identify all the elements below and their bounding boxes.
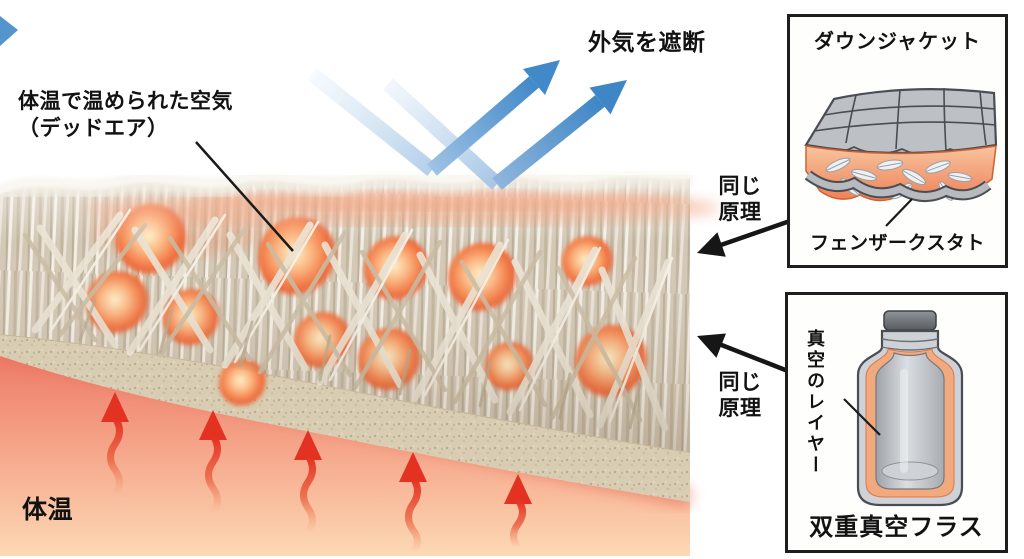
- warmed-air-label: 体温で温められた空気 （デッドエア）: [18, 88, 233, 143]
- pointer-line: [195, 141, 294, 252]
- vacuum-flask-caption: 双重真空フラス: [809, 514, 984, 541]
- outside-air-label: 外気を遮断: [588, 29, 706, 55]
- vacuum-layer-label: 真空のレイヤー: [805, 329, 825, 476]
- heat-arrow: [101, 392, 129, 498]
- flask-inner-wall: [875, 352, 945, 490]
- down-jacket-title: ダウンジャケット: [814, 31, 981, 53]
- vacuum-flask-illustration: [843, 310, 964, 507]
- same-principle-label-bottom: 同じ 原理: [718, 371, 762, 421]
- outside-air-arrow: [382, 78, 627, 190]
- down-jacket-illustration: [804, 87, 998, 227]
- body-heat-arrows: [101, 392, 532, 556]
- heat-arrow: [504, 474, 532, 552]
- flask-cap: [883, 310, 937, 331]
- edge-arrow-fragment: [0, 16, 18, 46]
- outside-air-arrow: [307, 60, 560, 176]
- heat-arrow: [294, 430, 322, 536]
- same-principle-label-top: 同じ 原理: [718, 175, 762, 225]
- heat-arrow: [199, 410, 227, 516]
- outside-air-arrows: [0, 16, 627, 190]
- warmed-air-label-line2: （デッドエア）: [18, 117, 169, 141]
- pointer-line: [843, 398, 881, 436]
- same-principle-arrow-top: [697, 218, 791, 257]
- warmed-air-label-line1: 体温で温められた空気: [18, 90, 233, 113]
- down-jacket-caption: フェンザークスタト: [810, 233, 985, 254]
- fiber-layer: [0, 169, 720, 452]
- inner-lining: [804, 170, 992, 202]
- body-temperature-label: 体温: [22, 496, 74, 524]
- pointer-line: [885, 198, 913, 227]
- down-jacket-panel: ダウンジャケット: [787, 14, 1008, 268]
- heat-arrow: [399, 452, 427, 556]
- vacuum-flask-panel: 真空のレイヤー 双重真空フラス: [785, 292, 1008, 553]
- same-principle-arrow-bottom: [697, 333, 794, 376]
- quilted-shell: [804, 87, 998, 156]
